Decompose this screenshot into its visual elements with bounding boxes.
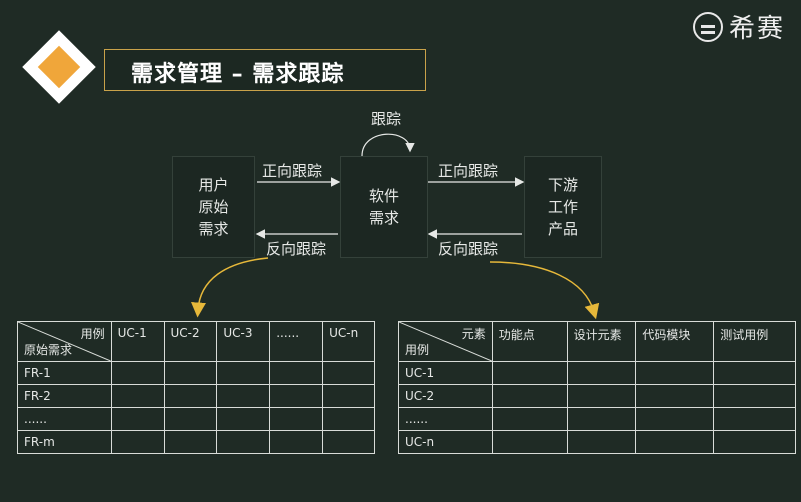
self-trace-label: 跟踪 [371,110,402,128]
corner-top-label: 用例 [80,327,105,341]
row-header: FR-2 [17,384,112,408]
forward-trace-left-label: 正向跟踪 [262,162,323,180]
table-row: FR-m [17,430,375,454]
corner-top-label: 元素 [461,327,486,341]
row-header: ...... [17,407,112,431]
page-title: 需求管理 – 需求跟踪 [131,62,345,87]
self-trace-arrow [361,133,415,157]
downstream-products-label: 下游 工作 产品 [547,176,578,238]
backward-trace-right-label: 反向跟踪 [438,240,499,258]
table-row: UC-1 [398,361,796,385]
column-header: ...... [269,321,324,362]
column-header: 代码模块 [635,321,715,362]
software-requirements-box: 软件 需求 [340,156,428,258]
curve-arrow-right [489,261,600,320]
corner-bottom-label: 用例 [405,343,430,357]
requirements-usecase-matrix: 用例 原始需求 UC-1 UC-2 UC-3 ...... UC-n FR-1 … [17,321,375,454]
matrix-corner-cell: 用例 原始需求 [17,321,112,362]
software-requirements-label: 软件 需求 [368,187,399,227]
row-header: ...... [398,407,493,431]
user-requirements-label: 用户 原始 需求 [198,176,229,238]
row-header: UC-1 [398,361,493,385]
column-header: UC-n [322,321,375,362]
forward-trace-right-label: 正向跟踪 [438,162,499,180]
corner-bottom-label: 原始需求 [24,343,73,357]
row-header: UC-n [398,430,493,454]
user-requirements-box: 用户 原始 需求 [172,156,255,258]
row-header: UC-2 [398,384,493,408]
table-row: ...... [17,407,375,431]
row-header: FR-m [17,430,112,454]
usecase-elements-matrix: 元素 用例 功能点 设计元素 代码模块 测试用例 UC-1 UC-2 .....… [398,321,796,454]
title-bar: 需求管理 – 需求跟踪 [104,49,426,91]
table-row: FR-1 [17,361,375,385]
curve-arrow-left [191,257,269,318]
column-header: 设计元素 [566,321,637,362]
logo: 希赛 [692,8,785,45]
matrix-corner-cell: 元素 用例 [398,321,493,362]
column-header: 测试用例 [713,321,796,362]
table-row: UC-n [398,430,796,454]
backward-trace-left-label: 反向跟踪 [266,240,327,258]
column-header: 功能点 [491,321,568,362]
logo-text: 希赛 [728,14,785,44]
downstream-products-box: 下游 工作 产品 [524,156,602,258]
column-header: UC-2 [163,321,218,362]
table-row: FR-2 [17,384,375,408]
table-row: ...... [398,407,796,431]
logo-mark-icon [692,11,723,42]
row-header: FR-1 [17,361,112,385]
table-row: UC-2 [398,384,796,408]
column-header: UC-1 [110,321,165,362]
column-header: UC-3 [216,321,271,362]
